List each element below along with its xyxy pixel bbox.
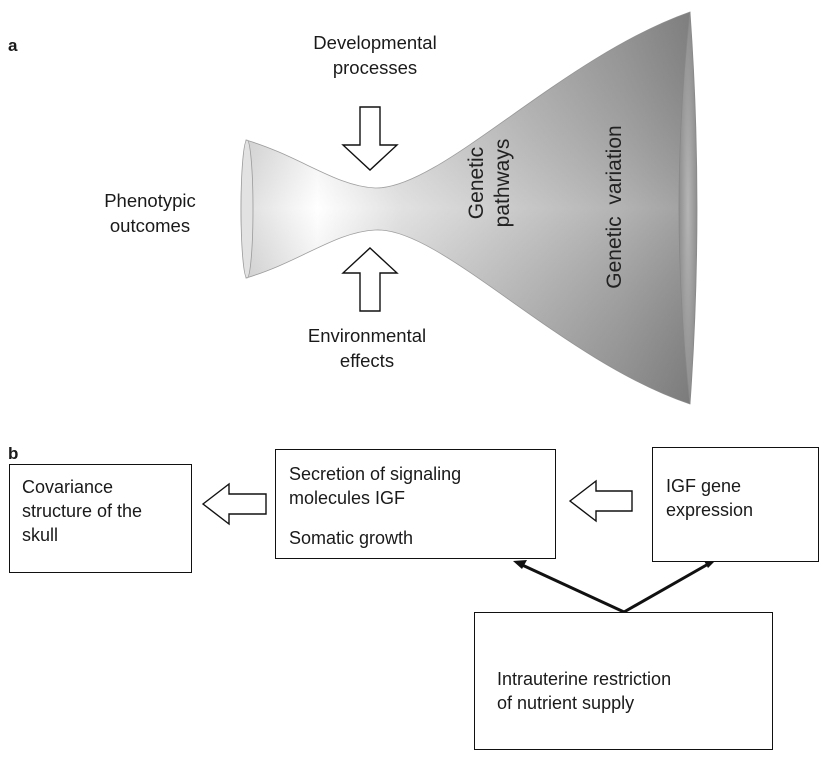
box-covariance-skull-text: Covariance structure of the skull: [22, 477, 143, 545]
down-arrow-icon: [341, 106, 399, 171]
developmental-processes-label: Developmental processes: [313, 32, 437, 78]
box-igf-gene-expression-text: IGF gene expression: [666, 476, 754, 520]
funnel-left-rim: [240, 139, 254, 279]
up-arrow-icon: [341, 247, 399, 312]
box-secretion-igf: Secretion of signaling molecules IGF Som…: [275, 449, 556, 559]
left-arrow-icon-gene: [568, 479, 633, 523]
panel-b-label: b: [8, 444, 19, 463]
funnel-mouth: [678, 11, 698, 405]
box-covariance-skull: Covariance structure of the skull: [9, 464, 192, 573]
nutrient-connector-arrows: [519, 561, 711, 614]
left-arrow-icon-skull: [201, 482, 267, 526]
box-secretion-igf-text: Secretion of signaling molecules IGF Som…: [289, 464, 462, 548]
arrowhead-to-secretion-icon: [513, 560, 527, 569]
environmental-effects-label: Environmental effects: [307, 325, 427, 371]
genetic-pathways-label: Genetic pathways: [465, 138, 514, 228]
phenotypic-outcomes-label: Phenotypic outcomes: [104, 190, 196, 236]
genetic-variation-label: Genetic variation: [603, 125, 626, 289]
box-igf-gene-expression: IGF gene expression: [652, 447, 819, 562]
box-intrauterine-restriction-text: Intrauterine restriction of nutrient sup…: [497, 669, 672, 713]
panel-a-label: a: [8, 36, 18, 55]
box-intrauterine-restriction: Intrauterine restriction of nutrient sup…: [474, 612, 773, 750]
